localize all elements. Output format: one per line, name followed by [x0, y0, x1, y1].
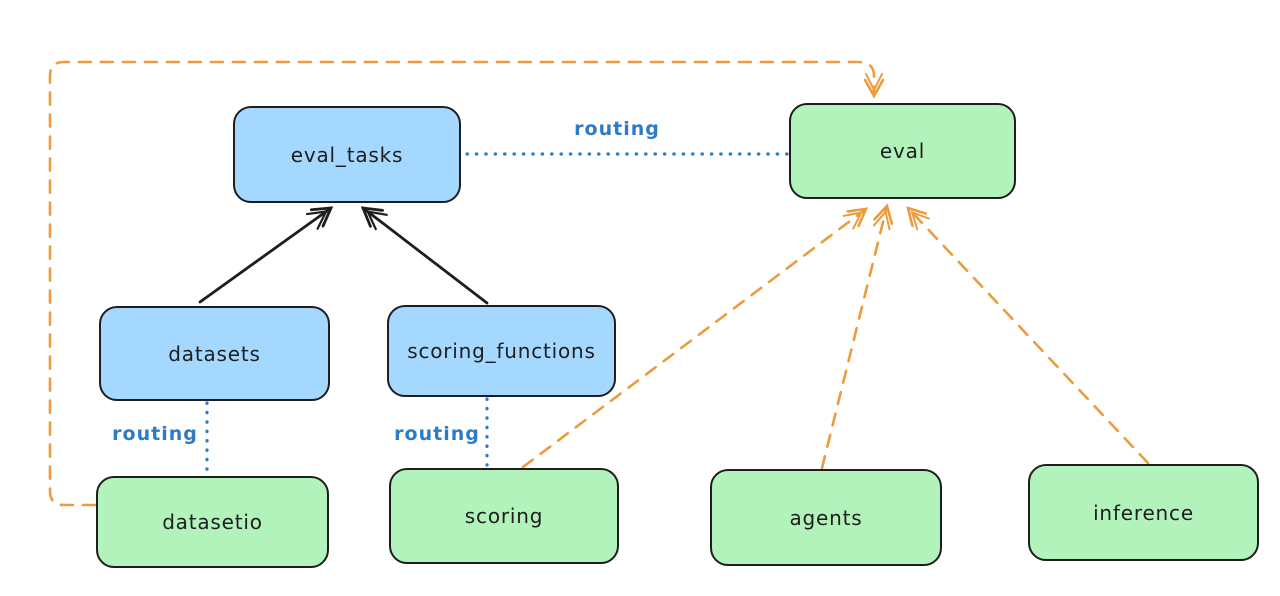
edge-scoring-to-eval: [521, 207, 869, 469]
node-eval-tasks: eval_tasks: [233, 106, 461, 203]
node-eval-label: eval: [879, 139, 926, 163]
node-eval-tasks-label: eval_tasks: [290, 142, 404, 167]
node-inference-label: inference: [1093, 500, 1194, 525]
node-agents: agents: [710, 469, 942, 566]
edge-scoring-functions-to-eval-tasks: [360, 206, 489, 305]
node-datasetio: datasetio: [96, 476, 329, 568]
node-datasets-label: datasets: [168, 341, 261, 366]
edge-datasets-to-eval-tasks: [198, 206, 334, 304]
routing-label-eval-tasks-eval: routing: [574, 118, 660, 140]
node-datasets: datasets: [99, 306, 330, 401]
node-scoring-label: scoring: [464, 504, 544, 528]
node-scoring: scoring: [389, 468, 619, 564]
node-scoring-functions-label: scoring_functions: [407, 339, 596, 363]
edge-inference-to-eval: [906, 206, 1150, 465]
node-inference: inference: [1028, 464, 1259, 561]
edge-datasetio-to-eval: [48, 60, 885, 507]
node-agents-label: agents: [789, 505, 863, 530]
node-datasetio-label: datasetio: [162, 510, 263, 534]
routing-label-datasets-datasetio: routing: [112, 423, 198, 445]
node-eval: eval: [789, 103, 1016, 199]
routing-label-scoring-functions-scoring: routing: [394, 423, 480, 445]
node-scoring-functions: scoring_functions: [387, 305, 616, 397]
edge-agents-to-eval: [820, 203, 894, 470]
